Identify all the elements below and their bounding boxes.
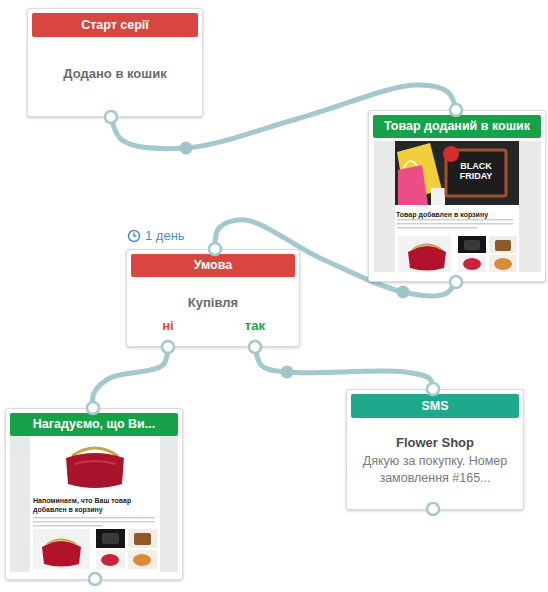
port-dot	[450, 104, 462, 116]
connector	[93, 347, 168, 408]
text-line	[397, 223, 513, 225]
red-purse	[66, 453, 124, 488]
black-bag	[102, 533, 119, 544]
product-photo	[398, 236, 451, 272]
node-header: SMS	[351, 394, 519, 418]
port-dot	[427, 383, 439, 395]
brown-bag	[134, 533, 151, 545]
product-photo	[458, 255, 486, 272]
email-node: Нагадуємо, що Ви... Напоминаем, что Ваш т…	[5, 408, 183, 580]
port-dot	[105, 111, 117, 123]
mid-dot	[281, 366, 294, 379]
branch-label: так	[235, 318, 275, 334]
node-text: Купівля	[127, 295, 299, 311]
node-text: Дякую за покупку. Номер замовлення #165.…	[350, 453, 520, 487]
text-line	[33, 517, 155, 519]
port-dot	[162, 341, 174, 353]
branch-label: ні	[148, 318, 188, 334]
red-bag	[463, 258, 481, 270]
product-photo	[489, 236, 517, 253]
start-node: Старт серіїДодано в кошик	[27, 8, 203, 117]
product-photo	[33, 529, 90, 569]
thumb-margin	[519, 141, 541, 272]
mid-dots	[180, 142, 410, 379]
port-dot	[249, 341, 261, 353]
connector	[255, 347, 433, 389]
purse-clasp	[47, 540, 76, 545]
red-purse	[408, 246, 446, 271]
condition-node: 1 деньУмоваКупівля	[126, 249, 300, 347]
connector	[215, 220, 456, 296]
node-header: Старт серії	[32, 13, 198, 37]
purse-clasp	[72, 448, 118, 456]
thumb-margin	[374, 141, 395, 272]
port-dot	[450, 276, 462, 288]
port-dot	[209, 243, 221, 255]
connector	[111, 85, 456, 149]
node-text: Напоминаем, что Ваш товар добавлен в кор…	[33, 496, 157, 514]
product-photo	[128, 529, 157, 548]
node-text: Додано в кошик	[28, 66, 202, 82]
node-header: Умова	[131, 254, 295, 277]
product-photo	[96, 529, 125, 548]
clock-hands	[134, 233, 137, 237]
pink-bag	[398, 165, 428, 205]
sale-sign	[446, 150, 506, 196]
sign-text: BLACK FRIDAY	[446, 161, 506, 181]
node-header: Товар доданий в кошик	[373, 115, 541, 138]
text-line	[33, 525, 103, 527]
clock-face	[129, 231, 140, 242]
bag-handle	[404, 161, 417, 168]
email-thumbnail	[374, 141, 541, 272]
text-line	[397, 227, 477, 229]
product-photo	[489, 255, 517, 272]
node-text: Flower Shop	[347, 435, 523, 451]
text-line	[397, 219, 513, 221]
node-text: Товар добавлен в корзину	[396, 210, 520, 219]
clock-icon	[129, 231, 140, 242]
port-dot	[427, 503, 439, 515]
product-photo	[458, 236, 486, 253]
text-line	[33, 521, 155, 523]
brown-bag	[495, 240, 511, 251]
mid-dot	[397, 286, 410, 299]
node-header: Нагадуємо, що Ви...	[10, 413, 178, 436]
product-photo	[96, 550, 125, 569]
banner-photo	[395, 141, 519, 205]
mid-dot	[180, 142, 193, 155]
product-photo	[128, 550, 157, 569]
port-dot	[89, 573, 101, 585]
purse-clasp	[413, 245, 441, 250]
red-bag	[101, 554, 119, 566]
sms-node: SMS Flower ShopДякую за покупку. Номер за…	[346, 389, 524, 510]
orange-bag	[133, 554, 151, 566]
email-node: Товар доданий в кошикТовар добавлен в ко…	[368, 110, 546, 282]
sale-sticker	[443, 146, 459, 162]
node-text: 1 день	[129, 228, 209, 244]
orange-bag	[494, 258, 512, 270]
white-bag	[431, 188, 445, 205]
red-purse	[42, 541, 81, 567]
email-thumbnail	[10, 436, 178, 572]
thumb-margin	[160, 436, 178, 572]
yellow-bag	[397, 143, 442, 200]
port-dots	[87, 104, 462, 585]
black-bag	[464, 240, 480, 250]
thumb-margin	[10, 436, 30, 572]
purse-highlight	[74, 461, 116, 464]
port-dot	[87, 402, 99, 414]
